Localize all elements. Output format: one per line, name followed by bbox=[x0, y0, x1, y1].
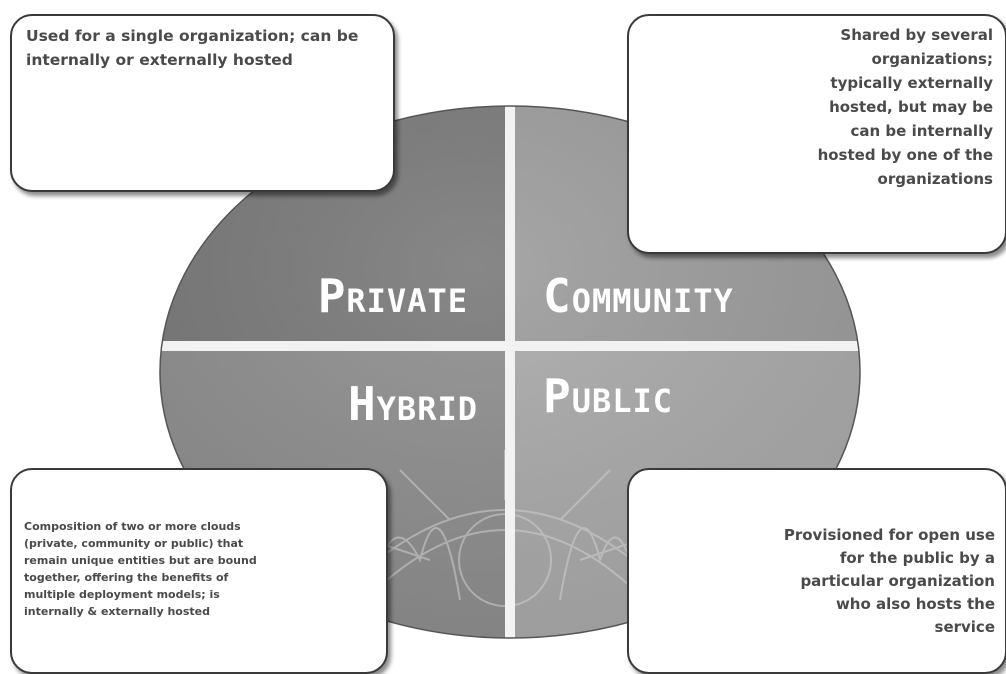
community-label: Community bbox=[543, 269, 734, 323]
vertical-divider bbox=[505, 106, 515, 638]
hybrid-label: Hybrid bbox=[348, 377, 478, 431]
private-label: Private bbox=[318, 269, 468, 323]
private-description: Used for a single organization; can be i… bbox=[26, 27, 359, 69]
hybrid-description: Composition of two or more clouds (priva… bbox=[24, 520, 257, 618]
community-description: Shared by several organizations; typical… bbox=[817, 26, 993, 188]
public-label: Public bbox=[543, 369, 673, 423]
private-description-box: Used for a single organization; can be i… bbox=[10, 14, 395, 192]
public-description: Provisioned for open use for the public … bbox=[783, 526, 995, 636]
horizontal-divider bbox=[160, 341, 860, 351]
hybrid-description-box: Composition of two or more clouds (priva… bbox=[10, 468, 388, 674]
public-description-box: Provisioned for open use for the public … bbox=[627, 468, 1006, 674]
community-description-box: Shared by several organizations; typical… bbox=[627, 14, 1006, 254]
